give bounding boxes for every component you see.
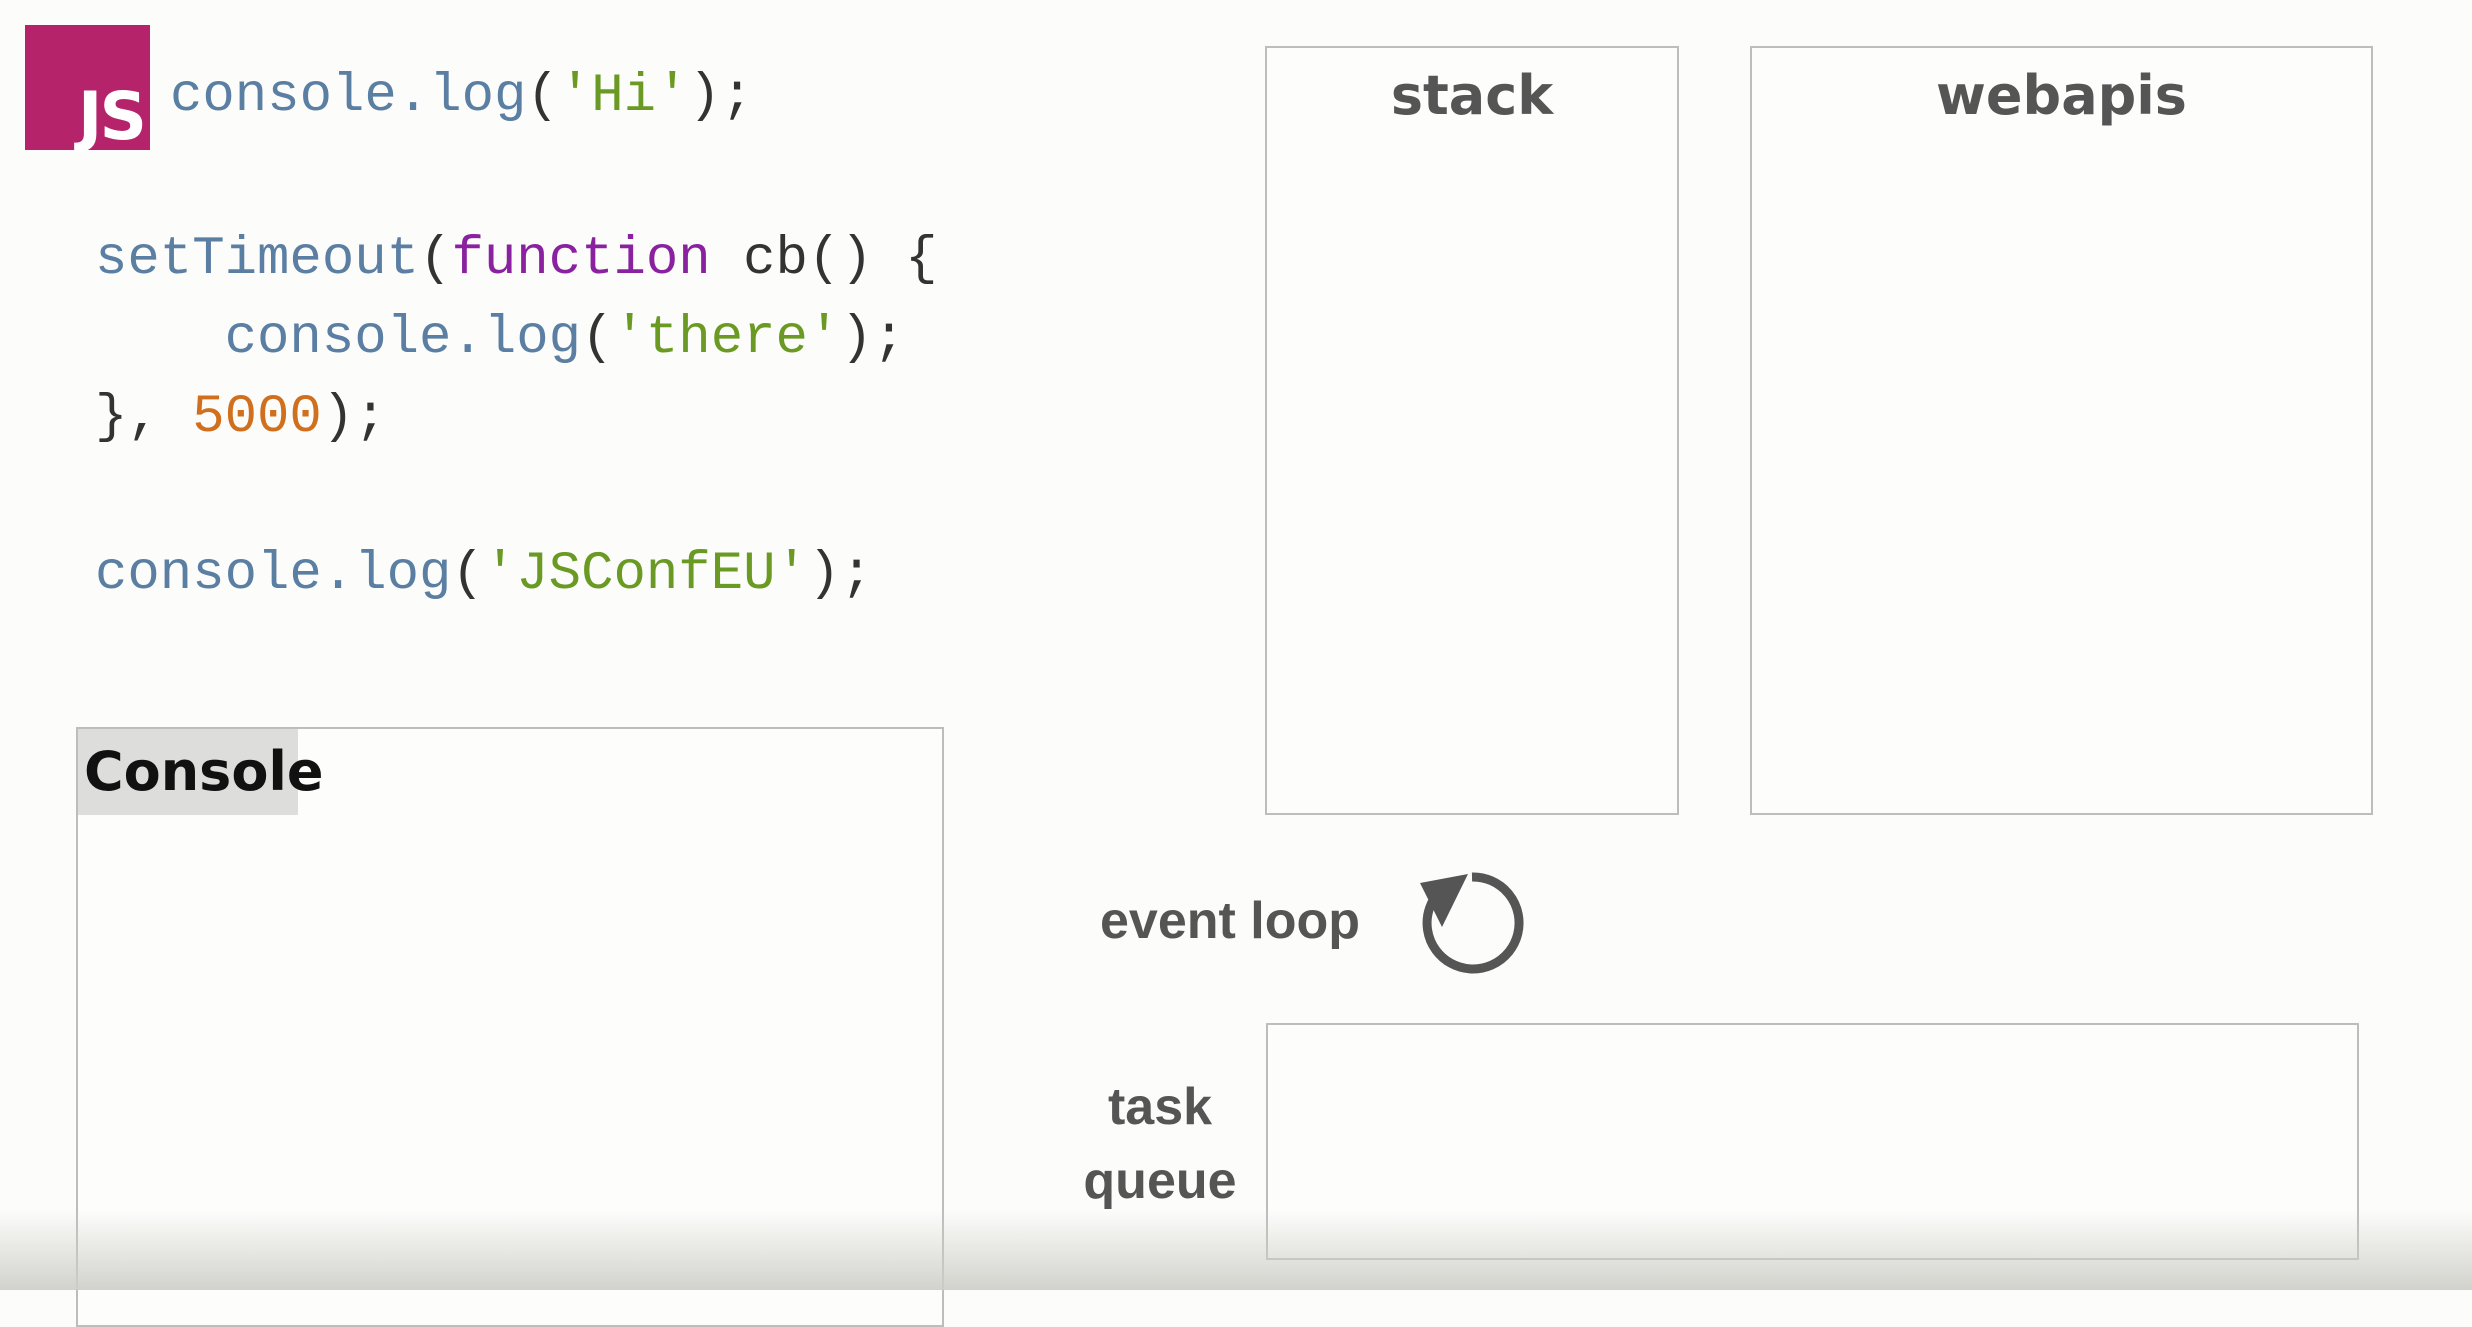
task-queue-label-line1: task <box>1107 1078 1213 1136</box>
webapis-title: webapis <box>1936 64 2187 127</box>
js-logo-text: JS <box>77 78 147 155</box>
console-panel: Console <box>76 727 944 1327</box>
console-label: Console <box>78 729 324 815</box>
stack-title: stack <box>1390 64 1554 127</box>
task-queue-label: task queue <box>1070 1070 1250 1218</box>
task-queue-label-line2: queue <box>1083 1152 1237 1210</box>
code-line-2: setTimeout(function cb() { <box>95 229 938 290</box>
stack-panel: stack <box>1265 46 1679 815</box>
code-line-5: console.log('JSConfEU'); <box>95 544 873 605</box>
js-logo: JS <box>25 25 150 150</box>
event-loop-label: event loop <box>1100 892 1361 950</box>
webapis-panel: webapis <box>1750 46 2373 815</box>
code-line-4: }, 5000); <box>95 387 387 448</box>
task-queue-panel <box>1266 1023 2359 1260</box>
loop-arrow-icon <box>1420 872 1524 974</box>
code-line-1: console.log('Hi'); <box>170 66 754 127</box>
code-line-3: console.log('there'); <box>224 308 906 369</box>
